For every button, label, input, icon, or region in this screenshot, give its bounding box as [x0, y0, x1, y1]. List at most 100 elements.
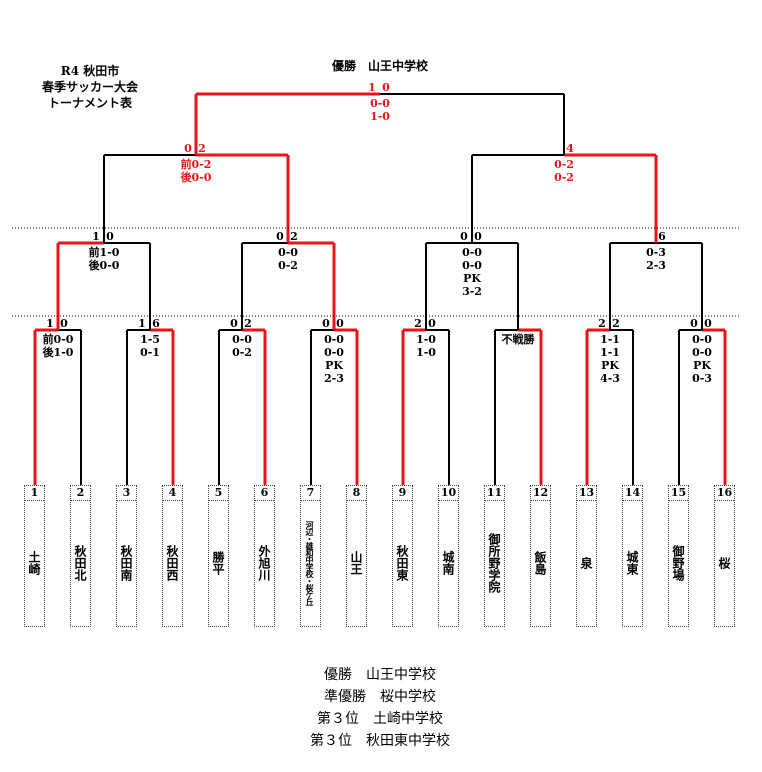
- r1m4-detail-3: 2-3: [324, 372, 344, 385]
- r1m8-right-score: 0: [704, 317, 712, 330]
- r2m2-detail-0: 0-0: [278, 246, 298, 259]
- r2m4-detail-1: 2-3: [646, 259, 666, 272]
- r1m2-left-score: 1: [138, 317, 146, 330]
- r1m5-right-score: 0: [428, 317, 436, 330]
- r1m1-left-score: 1: [46, 317, 54, 330]
- team-box-9: 9 秋田東: [392, 485, 413, 627]
- team-number: 15: [669, 486, 688, 501]
- team-name: 城南: [441, 551, 455, 575]
- r2m4-detail-0: 0-3: [646, 246, 666, 259]
- team-name: 河辺・雄和中学校・桜ケ丘: [305, 521, 315, 605]
- final-right-score: 0: [382, 81, 390, 94]
- team-name: 飯島: [533, 551, 547, 575]
- team-name: 城東: [625, 551, 639, 575]
- r1m8-left-score: 0: [690, 317, 698, 330]
- team-box-4: 4 秋田西: [162, 485, 183, 627]
- team-name: 泉: [579, 557, 593, 569]
- r1m5-detail-1: 1-0: [416, 346, 436, 359]
- title-line-2: 春季サッカー大会: [41, 80, 138, 94]
- r1m8-detail-0: 0-0: [692, 333, 712, 346]
- team-box-12: 12 飯島: [530, 485, 551, 627]
- team-number: 16: [715, 486, 734, 501]
- r1m1-detail-0: 前0-0: [43, 332, 74, 346]
- team-name: 秋田西: [165, 545, 179, 581]
- r1m3-right-score: 2: [244, 317, 252, 330]
- champion-heading: 優勝 山王中学校: [331, 59, 428, 73]
- title-line-3: トーナメント表: [47, 96, 132, 110]
- team-name: 秋田東: [395, 545, 409, 581]
- r1m3-detail-0: 0-0: [232, 333, 252, 346]
- team-box-8: 8 山王: [346, 485, 367, 627]
- team-number: 2: [71, 486, 90, 501]
- r1m2-detail-1: 0-1: [140, 346, 160, 359]
- team-box-13: 13 泉: [576, 485, 597, 627]
- team-number: 1: [25, 486, 44, 501]
- team-number: 10: [439, 486, 458, 501]
- r1m1-right-score: 0: [60, 317, 68, 330]
- r3m2-detail-1: 0-2: [554, 171, 574, 184]
- r3m1-left-score: 0: [184, 142, 192, 155]
- team-name: 御野場: [671, 545, 685, 581]
- r2m2-left-score: 0: [276, 230, 284, 243]
- team-box-10: 10 城南: [438, 485, 459, 627]
- r1m4-detail-0: 0-0: [324, 333, 344, 346]
- team-box-14: 14 城東: [622, 485, 643, 627]
- r1m8-detail-2: PK: [693, 359, 711, 372]
- r1m8-detail-3: 0-3: [692, 372, 712, 385]
- team-number: 14: [623, 486, 642, 501]
- r1m1-detail-1: 後1-0: [43, 345, 74, 359]
- team-number: 4: [163, 486, 182, 501]
- r2m1-detail-0: 前1-0: [89, 245, 120, 259]
- result-runner-up: 準優勝 桜中学校: [324, 689, 436, 705]
- team-number: 6: [255, 486, 274, 501]
- r1m4-detail-1: 0-0: [324, 346, 344, 359]
- r1m7-left-score: 2: [598, 317, 606, 330]
- team-box-1: 1 土崎: [24, 485, 45, 627]
- r1m4-detail-2: PK: [325, 359, 343, 372]
- team-number: 12: [531, 486, 550, 501]
- title-line-1: R4 秋田市: [60, 64, 120, 78]
- r1m5-left-score: 2: [414, 317, 422, 330]
- team-number: 3: [117, 486, 136, 501]
- team-number: 8: [347, 486, 366, 501]
- r1m7-right-score: 2: [612, 317, 620, 330]
- r1m3-detail-1: 0-2: [232, 346, 252, 359]
- team-name: 桜: [717, 557, 731, 569]
- final-left-score: 1: [368, 81, 376, 94]
- result-third-2: 第３位 秋田東中学校: [310, 733, 450, 749]
- r3m1-right-score: 2: [198, 142, 206, 155]
- r1m7-detail-2: PK: [601, 359, 619, 372]
- r1m5-detail-0: 1-0: [416, 333, 436, 346]
- team-box-15: 15 御野場: [668, 485, 689, 627]
- result-champion: 優勝 山王中学校: [324, 667, 436, 683]
- team-box-16: 16 桜: [714, 485, 735, 627]
- tournament-title: R4 秋田市 春季サッカー大会 トーナメント表: [40, 63, 140, 111]
- team-name: 山王: [349, 551, 363, 575]
- r1m7-detail-3: 4-3: [600, 372, 620, 385]
- round-separators: [12, 227, 740, 317]
- r2m3-right-score: 0: [474, 230, 482, 243]
- team-number: 11: [485, 486, 504, 501]
- team-number: 13: [577, 486, 596, 501]
- team-name: 土崎: [27, 551, 41, 575]
- r2m3-detail-3: 3-2: [462, 285, 482, 298]
- r2m1-right-score: 0: [106, 230, 114, 243]
- r2m3-left-score: 0: [460, 230, 468, 243]
- team-name: 勝平: [211, 551, 225, 575]
- r2m1-left-score: 1: [92, 230, 100, 243]
- r2m3-detail-0: 0-0: [462, 246, 482, 259]
- final-detail-1: 1-0: [370, 110, 390, 123]
- team-number: 9: [393, 486, 412, 501]
- r1m4-right-score: 0: [336, 317, 344, 330]
- r1m6-detail-0: 不戦勝: [502, 332, 536, 346]
- r3m2-detail-0: 0-2: [554, 158, 574, 171]
- r1m2-detail-0: 1-5: [140, 333, 160, 346]
- r2m2-right-score: 2: [290, 230, 298, 243]
- bracket-lines: [33, 92, 727, 485]
- r1m7-detail-1: 1-1: [600, 346, 620, 359]
